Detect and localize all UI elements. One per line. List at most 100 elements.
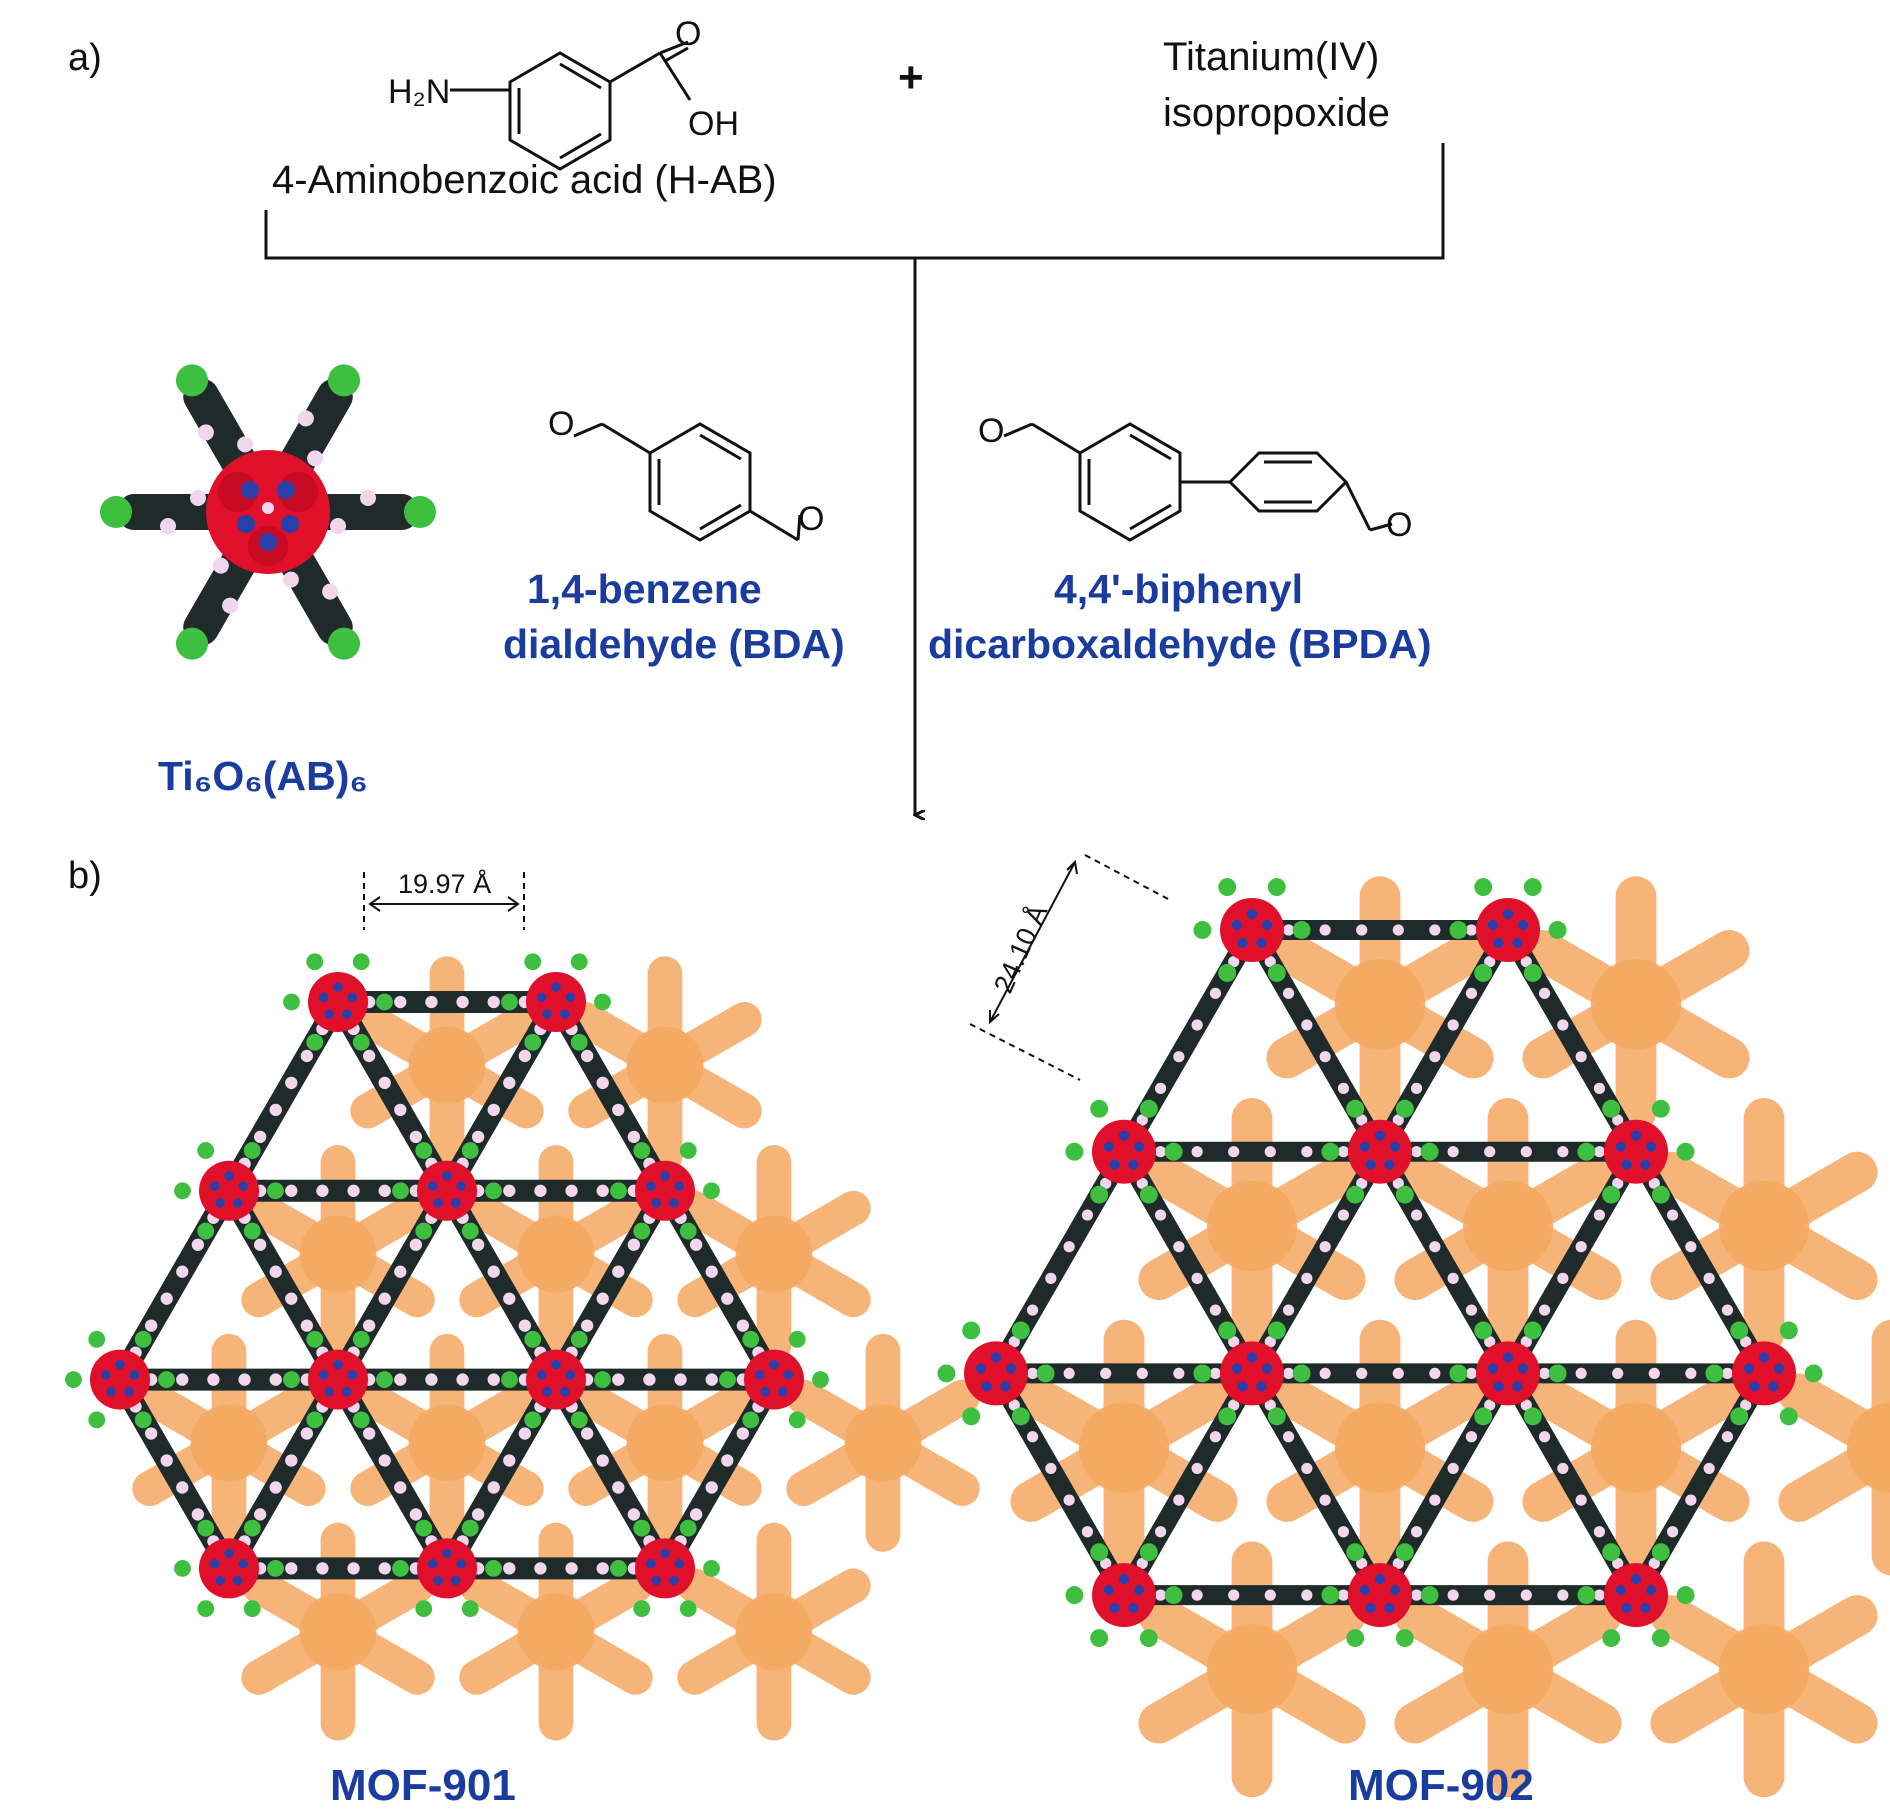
titanium-reagent-line2: isopropoxide — [1163, 91, 1390, 135]
mof901-linker — [218, 991, 349, 1202]
titanium-reagent-line1: Titanium(IV) — [1163, 35, 1379, 79]
mof901-linker — [109, 1368, 349, 1391]
hydroxyl-label: OH — [688, 105, 739, 143]
bpda-aldehyde-o-left: O — [978, 412, 1004, 450]
mof901-ti-node — [392, 1142, 502, 1240]
plus-sign: + — [898, 53, 924, 102]
mof901-bg-star — [677, 1522, 871, 1741]
mof901-linker — [327, 991, 567, 1013]
mof-901-framework — [65, 953, 980, 1741]
mof902-linker — [1242, 1363, 1518, 1384]
mof901-linker — [654, 1368, 785, 1580]
mof902-bg-star — [1010, 1319, 1238, 1576]
reaction-bracket — [264, 143, 1445, 815]
mof902-ti-node — [937, 1321, 1055, 1426]
mof901-ti-node — [392, 1519, 502, 1618]
mof902-linker — [1114, 1585, 1390, 1606]
mof-901-background-layer — [132, 956, 980, 1741]
mof901-linker — [218, 1557, 458, 1580]
mof-901-nodes — [65, 953, 829, 1618]
mof902-linker — [986, 1363, 1262, 1384]
mof902-ti-node — [1193, 878, 1311, 982]
mof901-ti-node — [283, 1330, 393, 1429]
mof902-bg-star — [1266, 1319, 1494, 1576]
bpda-aldehyde-o-right: O — [1386, 506, 1412, 544]
mof901-linker — [327, 1368, 567, 1391]
mof901-bg-star — [459, 1522, 653, 1741]
panel-b-label: b) — [68, 855, 102, 897]
mof901-ti-node — [65, 1330, 175, 1429]
ti-cluster-model — [100, 364, 436, 660]
mof901-ti-node — [610, 1142, 720, 1240]
mof901-bg-star — [568, 1333, 762, 1552]
mof901-ti-node — [174, 1519, 284, 1618]
mof901-ti-node — [501, 953, 611, 1051]
mof902-linker — [1242, 920, 1518, 940]
mof902-bg-star — [1650, 1541, 1878, 1798]
mof902-linker — [1370, 1585, 1646, 1606]
mof901-bg-star — [459, 1145, 653, 1363]
bda-aldehyde-o-right: O — [798, 500, 824, 538]
bda-structure — [573, 422, 802, 542]
mof901-linker — [436, 1557, 676, 1580]
mof901-linker — [436, 1179, 567, 1391]
mof901-ti-node — [174, 1142, 284, 1240]
bpda-name-line2: dicarboxaldehyde (BPDA) — [928, 621, 1432, 667]
mof-902-nodes — [937, 878, 1823, 1648]
bpda-name-line1: 4,4'-biphenyl — [1054, 566, 1303, 612]
mof902-ti-node — [1577, 1543, 1695, 1648]
panel-a-label: a) — [68, 37, 102, 79]
mof901-linker — [545, 1368, 785, 1391]
mof901-bg-star — [677, 1145, 871, 1363]
mof-901-linkers — [109, 991, 785, 1580]
mof902-ti-node — [1065, 1099, 1183, 1204]
mof901-bg-star — [568, 956, 762, 1175]
mof-902-spacing-label: 24.10 Å — [987, 900, 1053, 998]
mof901-bg-star — [241, 1145, 435, 1363]
mof901-linker — [327, 991, 458, 1202]
mof901-linker — [436, 1179, 676, 1202]
mof902-bg-star — [1522, 876, 1750, 1133]
mof901-linker — [218, 1368, 349, 1580]
cluster-label: Ti₆O₆(AB)₆ — [158, 753, 368, 799]
acid-name: 4-Aminobenzoic acid (H-AB) — [272, 158, 777, 202]
mof901-ti-node — [610, 1519, 720, 1618]
mof902-bg-star — [1650, 1097, 1878, 1354]
mof901-linker — [654, 1179, 785, 1391]
mof-902-name: MOF-902 — [1348, 1761, 1534, 1810]
mof902-bg-star — [1138, 1541, 1366, 1798]
mof902-bg-star — [1778, 1319, 1890, 1576]
mof-902-framework — [937, 876, 1890, 1798]
mof902-ti-node — [1065, 1543, 1183, 1648]
mof902-ti-node — [1577, 1099, 1695, 1204]
carbonyl-oxygen-label: O — [675, 15, 701, 53]
mof902-bg-star — [1394, 1541, 1622, 1798]
aminobenzoic-acid-structure — [450, 40, 692, 171]
mof901-bg-star — [786, 1333, 980, 1552]
amine-group-label: H₂N — [388, 73, 450, 111]
mof901-bg-star — [350, 1333, 544, 1552]
bda-name-line2: dialdehyde (BDA) — [503, 621, 845, 667]
mof902-ti-node — [1193, 1321, 1311, 1426]
mof-902-spacing-dimension — [969, 854, 1171, 1081]
mof901-linker — [436, 991, 567, 1202]
mof901-bg-star — [350, 956, 544, 1175]
mof902-ti-node — [1449, 1321, 1567, 1426]
mof-901-spacing-label: 19.97 Å — [398, 868, 491, 899]
mof901-linker — [218, 1179, 458, 1202]
mof901-linker — [327, 1368, 458, 1580]
mof902-ti-node — [1321, 1099, 1439, 1204]
mof-902-background-layer — [1010, 876, 1890, 1798]
mof901-linker — [327, 1179, 458, 1391]
mof902-linker — [1114, 1141, 1390, 1162]
mof901-ti-node — [283, 953, 393, 1051]
mof901-linker — [109, 1179, 240, 1391]
mof902-bg-star — [1138, 1097, 1366, 1354]
mof-901-spacing-dimension — [363, 872, 525, 930]
mof902-ti-node — [1449, 878, 1567, 982]
bda-name-line1: 1,4-benzene — [527, 566, 762, 612]
mof901-bg-star — [241, 1522, 435, 1741]
mof902-linker — [1498, 1363, 1774, 1384]
bpda-structure — [1003, 422, 1393, 542]
mof901-bg-star — [132, 1333, 326, 1552]
